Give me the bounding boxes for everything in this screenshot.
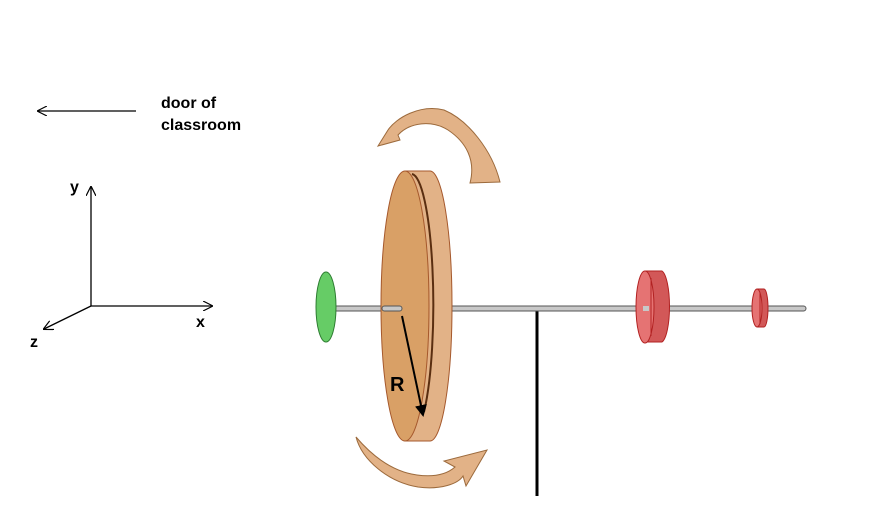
coordinate-axes <box>44 187 212 329</box>
radius-label: R <box>390 374 405 396</box>
axis-z-label: z <box>30 334 38 351</box>
z-axis <box>44 305 92 329</box>
door-label-line1: door of <box>161 95 217 112</box>
axis-y-label: y <box>70 179 79 196</box>
door-label-line2: classroom <box>161 117 241 134</box>
rotation-arrow-top <box>376 108 501 184</box>
axis-x-label: x <box>196 314 205 331</box>
disk-edge-line <box>411 173 435 413</box>
green-end-weight <box>315 271 337 343</box>
red-weight-small <box>751 288 769 328</box>
axle-stub <box>381 305 403 312</box>
rotation-arrow-bottom <box>355 436 489 489</box>
disk-face <box>380 170 430 442</box>
radius-arrow <box>401 315 427 417</box>
red-weight-large <box>635 270 670 344</box>
flywheel-disk <box>380 170 453 442</box>
